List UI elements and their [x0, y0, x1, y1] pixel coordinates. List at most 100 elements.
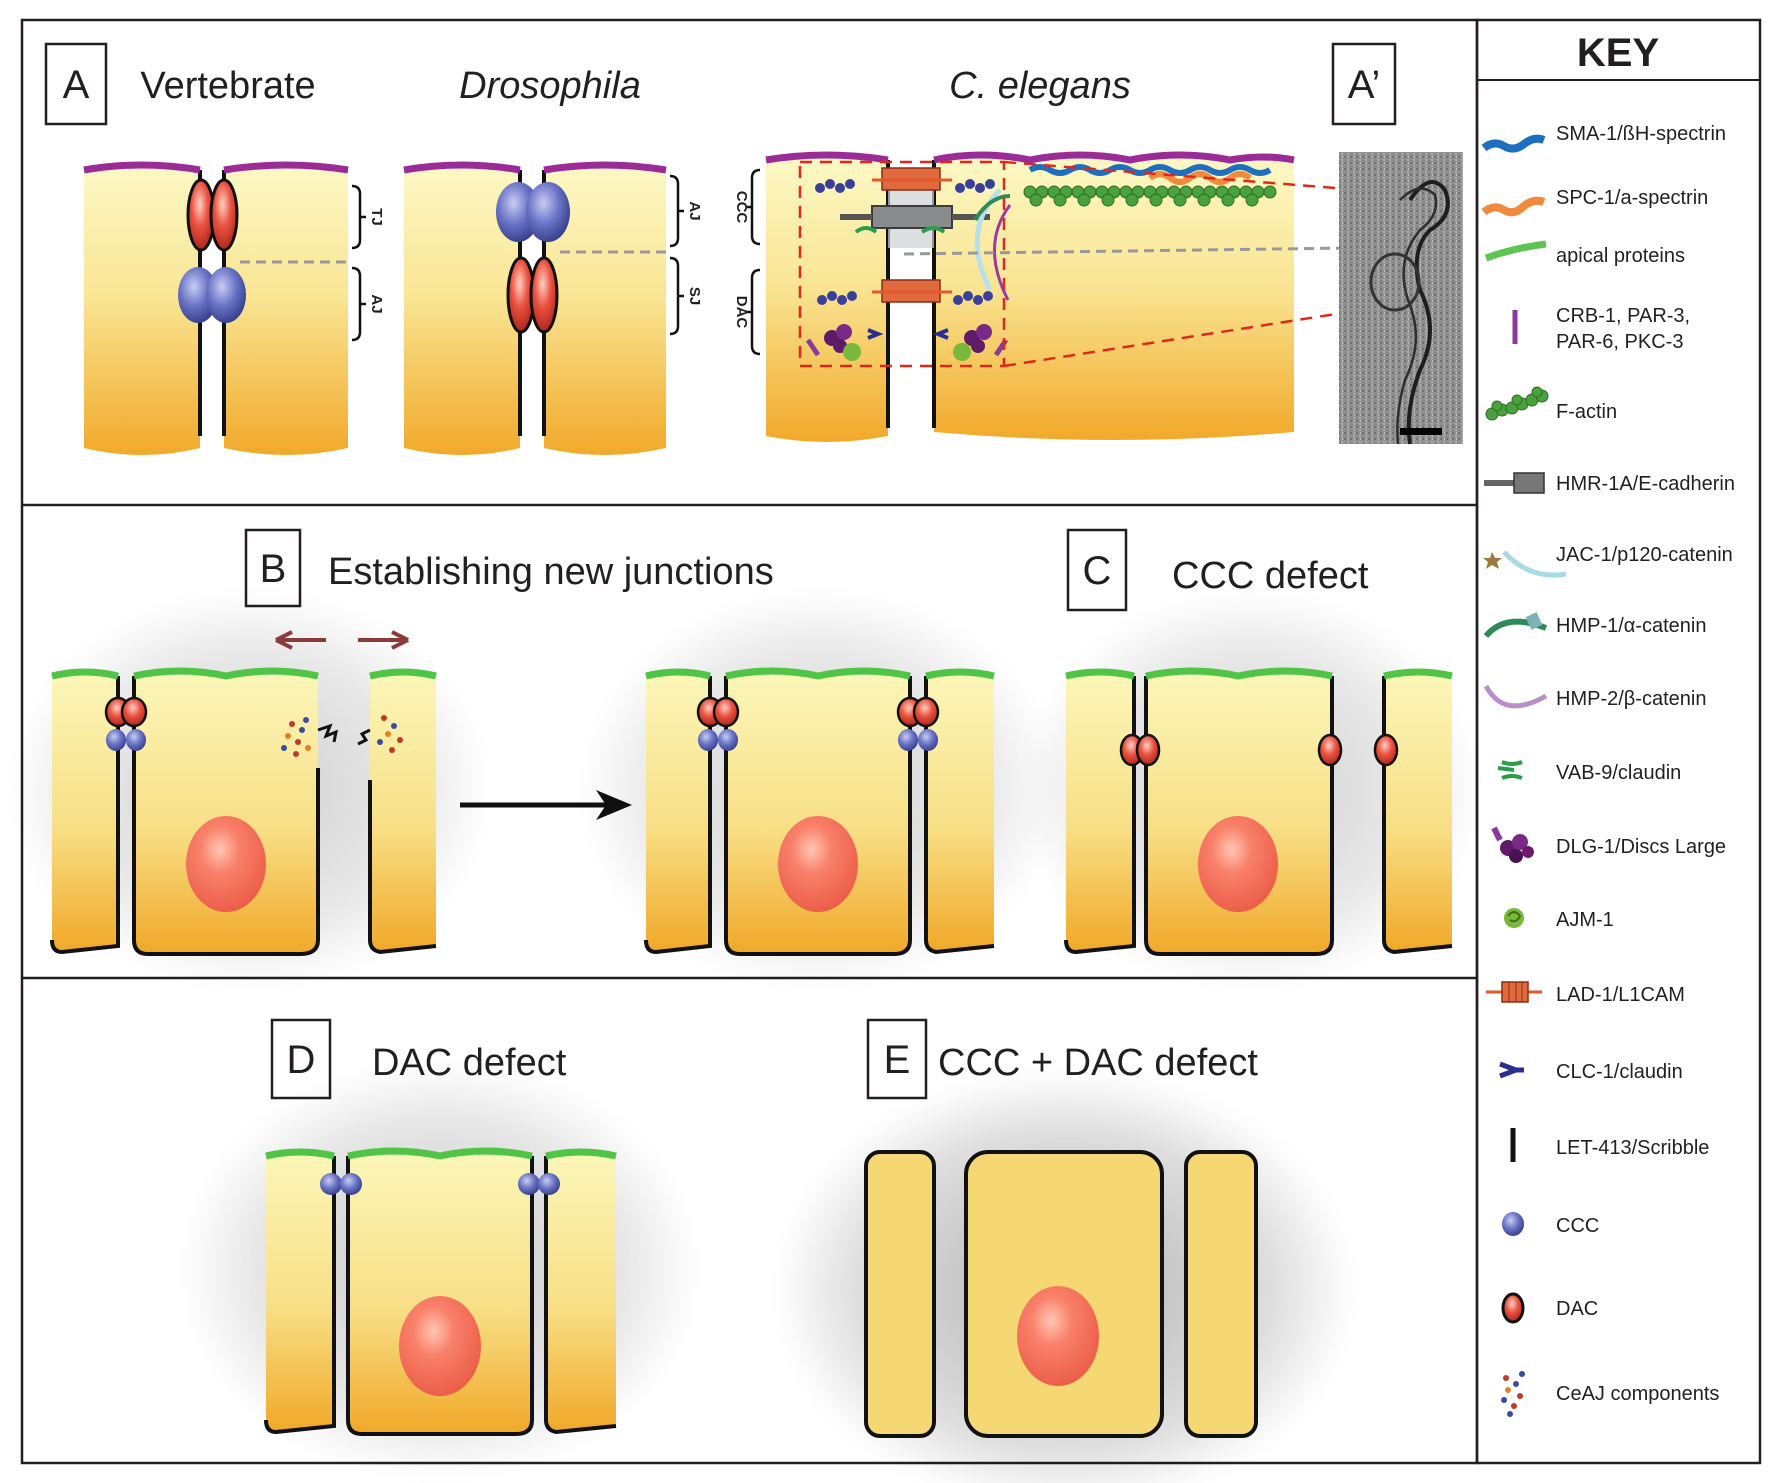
p120-icon [1483, 550, 1567, 578]
beta-catenin-icon [1483, 684, 1548, 709]
celegans-cell-right [934, 158, 1294, 440]
vertebrate-tj-right [209, 178, 239, 252]
d-cell-2 [348, 1156, 532, 1434]
b-right-cell-1 [646, 676, 710, 952]
e-cell-1 [864, 1150, 936, 1438]
key-frame [1475, 18, 1762, 1465]
b-left-cell-3 [370, 676, 436, 952]
key-title: KEY [1577, 31, 1660, 75]
ccc-bracket [746, 168, 761, 246]
dac-bracket-label: DAC [733, 296, 750, 329]
panel-c: C CCC defect [1020, 528, 1480, 990]
key-label-hmr1a: HMR-1A/E-cadherin [1556, 473, 1735, 495]
cadherin-complex [871, 205, 953, 229]
b-right-cell-2 [726, 676, 910, 954]
key-label-ccc: CCC [1556, 1215, 1599, 1237]
key-label-ajm1: AJM-1 [1556, 909, 1614, 931]
d-cell-3 [546, 1156, 616, 1432]
cadherin-icon [1484, 472, 1545, 494]
key-label-let413: LET-413/Scribble [1556, 1137, 1709, 1159]
dlg1-icon [1491, 826, 1534, 863]
c-cell-1 [1066, 676, 1134, 952]
panel-aprime-letter: A’ [1348, 63, 1381, 107]
sj-label: SJ [686, 287, 703, 305]
zoom-box [798, 160, 1006, 368]
vab9-icon [1497, 760, 1523, 780]
clc1-icon [1499, 1061, 1524, 1079]
panel-b-title: Establishing new junctions [328, 551, 774, 593]
panel-aprime-letter-box [1331, 42, 1397, 126]
panel-a: A Vertebrate Drosophila C. elegans TJ AJ [44, 42, 1463, 455]
panel-b-letter: B [260, 547, 287, 591]
celegans-cells: CCC DAC [733, 151, 1426, 442]
key-label-crb1-line2: PAR-6, PKC-3 [1556, 331, 1683, 353]
celegans-spc1-chain [1148, 171, 1252, 185]
green-line-icon [1484, 240, 1547, 262]
key-label-clc1: CLC-1/claudin [1556, 1061, 1683, 1083]
c-cell-3 [1384, 676, 1452, 952]
panel-e-letter-box [866, 1018, 928, 1100]
b-arrow-right [275, 630, 326, 650]
celegans-factin [1023, 185, 1277, 207]
tj-bracket [351, 184, 366, 250]
vertebrate-apical-right [223, 161, 349, 174]
key-label-hmp1: HMP-1/α-catenin [1556, 615, 1707, 637]
ccc-icon [1502, 1212, 1524, 1236]
b-left-cell-1 [52, 676, 118, 952]
b-left-nucleus [186, 816, 266, 912]
key-label-spc1: SPC-1/a-spectrin [1556, 187, 1708, 209]
key-label-hmp2: HMP-2/β-catenin [1556, 688, 1706, 710]
dac-bracket [746, 268, 761, 356]
drosophila-cell-left [404, 168, 520, 455]
drosophila-aj-right [526, 182, 570, 242]
vertebrate-aj-right [206, 267, 246, 323]
key-label-vab9: VAB-9/claudin [1556, 762, 1681, 784]
ccc-bracket-label: CCC [733, 191, 750, 224]
panel-d-letter: D [287, 1038, 316, 1082]
key-label-sma1: SMA-1/ßH-spectrin [1556, 123, 1726, 145]
d-cell-1 [266, 1156, 334, 1432]
b-left-cell-2 [134, 676, 318, 954]
panel-c-letter-box [1066, 528, 1128, 612]
key-label-dac: DAC [1556, 1298, 1598, 1320]
key-label-apical: apical proteins [1556, 245, 1685, 267]
panel-a-letter-box [44, 42, 108, 126]
vertebrate-title: Vertebrate [140, 65, 315, 107]
ajm1-icon [1504, 908, 1524, 928]
b-right-cell-3 [926, 676, 994, 952]
key-label-ceaj: CeAJ components [1556, 1383, 1719, 1405]
aj-bracket [351, 266, 366, 342]
dac-icon [1501, 1292, 1525, 1324]
em-micrograph [1339, 152, 1463, 445]
panel-e-letter: E [884, 1038, 911, 1082]
factin-icon [1485, 386, 1549, 421]
e-cell-3 [1184, 1150, 1258, 1438]
vertebrate-cell-left [84, 168, 200, 455]
panel-c-letter: C [1083, 549, 1112, 593]
drosophila-sj-right [529, 256, 559, 334]
celegans-sma1-chain [1028, 164, 1272, 176]
c-cell-2 [1146, 676, 1332, 954]
panel-c-title: CCC defect [1172, 555, 1369, 597]
key-label-crb1: CRB-1, PAR-3, [1556, 305, 1690, 327]
blue-spectrin-icon [1481, 134, 1546, 153]
key-label-factin: F-actin [1556, 401, 1617, 423]
orange-spectrin-icon [1481, 196, 1546, 217]
panel-b: B Establishing new junctions [10, 528, 1060, 990]
panel-a-letter: A [63, 63, 90, 107]
b-arrow-left [358, 630, 409, 650]
key-label-lad1: LAD-1/L1CAM [1556, 984, 1685, 1006]
dros-aj-label: AJ [686, 201, 703, 220]
key-label-dlg1: DLG-1/Discs Large [1556, 836, 1726, 858]
c-nucleus [1198, 816, 1278, 912]
alpha-catenin-icon [1483, 612, 1548, 639]
lad1-icon [1486, 981, 1542, 1003]
drosophila-cell-right [544, 168, 666, 455]
vertebrate-cell-right [224, 168, 348, 455]
drosophila-title: Drosophila [459, 65, 641, 107]
celegans-title: C. elegans [949, 65, 1131, 107]
d-nucleus [399, 1296, 481, 1396]
ceaj-dots-icon [1501, 1371, 1525, 1417]
e-nucleus [1017, 1286, 1099, 1386]
